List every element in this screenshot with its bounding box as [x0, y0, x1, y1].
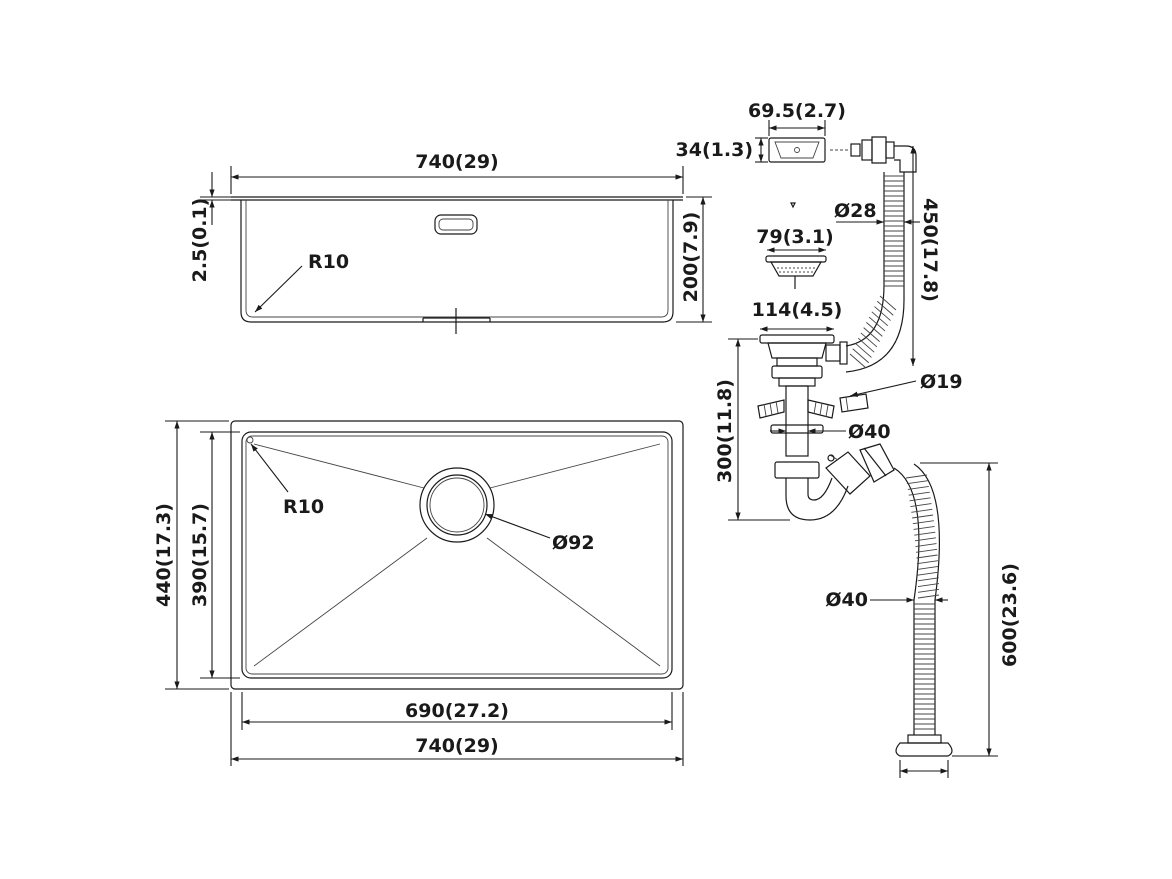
waste-hose-diameter-label: Ø40: [825, 589, 868, 611]
outer-width-dimension: 740(29): [230, 692, 684, 766]
depth-label: 200(7.9): [680, 212, 702, 303]
strainer-basket: 79(3.1): [756, 202, 834, 289]
hose-rib: [863, 327, 880, 342]
hose-rib: [911, 508, 933, 513]
top-radius-label: R10: [283, 496, 324, 518]
outer-depth-dimension: 440(17.3): [153, 420, 229, 690]
hose-rib: [860, 332, 878, 348]
hose-rib: [914, 531, 936, 536]
overflow-height-label: 34(1.3): [676, 139, 753, 161]
hose-rib: [857, 337, 875, 353]
drain-diameter-label: Ø92: [552, 532, 595, 554]
hose-rib: [876, 300, 894, 316]
hose-length-label: 450(17.8): [919, 198, 941, 302]
hose-rib: [852, 348, 870, 364]
trap-height-dimension: 300(11.8): [714, 338, 790, 521]
hose-rib: [917, 571, 939, 576]
outer-depth-label: 440(17.3): [153, 503, 175, 607]
strainer-diameter-label: 79(3.1): [756, 226, 833, 248]
hose-rib: [912, 514, 934, 519]
hose-rib: [912, 520, 934, 525]
inner-width-dimension: 690(27.2): [241, 692, 673, 730]
hose-rib: [868, 316, 886, 332]
side-inlet-label: Ø19: [920, 371, 963, 393]
side-width-label: 740(29): [415, 151, 498, 173]
side-width-dimension: 740(29): [230, 151, 684, 194]
hose-rib: [849, 353, 867, 369]
outer-width-label: 740(29): [415, 735, 498, 757]
side-inlet-leader: [849, 380, 917, 397]
hose-rib: [871, 311, 889, 327]
waste-hose: [893, 463, 953, 757]
hose-rib: [855, 343, 872, 358]
side-radius-label: R10: [308, 251, 349, 273]
hose-rib: [909, 497, 931, 502]
overflow-hose: [845, 172, 905, 373]
inner-depth-label: 390(15.7): [189, 503, 211, 607]
overflow-width-label: 69.5(2.7): [748, 100, 846, 122]
trap-height-label: 300(11.8): [714, 379, 736, 483]
hose-diameter-top-dimension: Ø28: [834, 200, 920, 225]
hose-rib: [915, 548, 938, 553]
depth-dimension: 200(7.9): [676, 196, 712, 323]
hose-rib: [910, 503, 932, 508]
waste-hose-length-dimension: 600(23.6): [920, 462, 1021, 757]
hose-rib: [917, 565, 939, 570]
hose-rib: [913, 525, 935, 530]
hose-rib: [917, 588, 940, 593]
hose-rib: [916, 560, 938, 565]
side-radius-leader: [254, 265, 303, 313]
rim-thickness-label: 2.5(0.1): [189, 198, 211, 283]
pipe-diameter-label: Ø40: [848, 421, 891, 443]
overflow-cover: [768, 137, 826, 163]
sink-side-view: [231, 196, 683, 334]
hose-rib: [917, 583, 939, 588]
hose-rib: [915, 543, 937, 548]
rim-thickness-dimension: 2.5(0.1): [189, 172, 231, 282]
flange-diameter-label: 114(4.5): [752, 299, 843, 321]
hose-rib: [906, 480, 928, 485]
hose-rib: [905, 474, 928, 479]
inner-depth-dimension: 390(15.7): [189, 431, 240, 679]
hose-rib: [866, 322, 883, 337]
drain-diameter-leader: [484, 513, 551, 539]
drain-hole: [419, 467, 495, 543]
overflow-height-dimension: 34(1.3): [676, 137, 768, 163]
waste-assembly: [759, 334, 895, 521]
hose-diameter-top-label: Ø28: [834, 200, 877, 222]
inner-width-label: 690(27.2): [405, 700, 509, 722]
hose-rib: [907, 485, 929, 490]
hose-rib: [879, 295, 897, 311]
side-inlet-tails: [757, 393, 869, 419]
waste-hose-diameter-dimension: Ø40: [825, 589, 948, 611]
flange-diameter-dimension: 114(4.5): [752, 299, 843, 332]
top-radius-leader: [250, 443, 289, 493]
base-width-dimension: [899, 760, 949, 778]
hose-rib: [908, 491, 930, 496]
hose-rib: [916, 554, 938, 559]
sink-top-view: [230, 420, 684, 690]
overflow-width-dimension: 69.5(2.7): [748, 100, 846, 136]
hose-rib: [917, 577, 939, 582]
hose-rib: [917, 594, 940, 599]
hose-rib: [874, 306, 891, 321]
waste-hose-length-label: 600(23.6): [999, 563, 1021, 667]
hose-rib: [914, 537, 936, 542]
overflow-connector: [830, 136, 917, 173]
hose-length-dimension: 450(17.8): [910, 146, 941, 366]
